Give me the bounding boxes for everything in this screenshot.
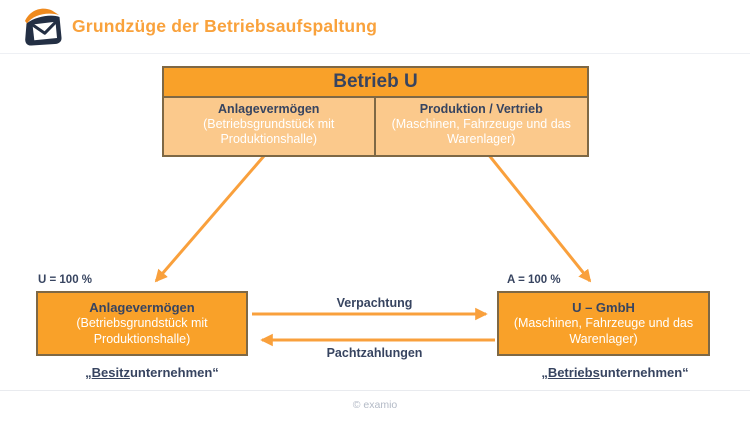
top-cell-left-title: Anlagevermögen: [218, 102, 320, 116]
betrieb-u-subrow: Anlagevermögen (Betriebsgrundstück mit P…: [164, 98, 587, 155]
top-cell-produktion-vertrieb: Produktion / Vertrieb (Maschinen, Fahrze…: [376, 98, 588, 155]
top-cell-anlagevermoegen: Anlagevermögen (Betriebsgrundstück mit P…: [164, 98, 376, 155]
betriebsunternehmen-caption: „Betriebsunternehmen“: [505, 365, 725, 380]
ownership-label-right: A = 100 %: [507, 274, 561, 286]
app-header: Grundzüge der Betriebsaufspaltung: [0, 0, 750, 54]
caption-left-underlined: Besitz: [91, 365, 130, 380]
copyright: © examio: [352, 399, 398, 411]
arrow-top-to-right: [482, 148, 592, 283]
right-entity-title: U – GmbH: [572, 300, 635, 316]
betrieb-u-title: Betrieb U: [164, 68, 587, 98]
examio-logo-icon: [21, 7, 65, 48]
page-title: Grundzüge der Betriebsaufspaltung: [72, 16, 378, 36]
lease-label: Verpachtung: [336, 296, 413, 310]
besitzunternehmen-caption: „Besitzunternehmen“: [46, 365, 258, 380]
payment-label: Pachtzahlungen: [326, 346, 423, 360]
caption-right-rest: unternehmen“: [599, 365, 689, 380]
betriebsunternehmen-box: U – GmbH (Maschinen, Fahrzeuge und das W…: [497, 291, 710, 356]
caption-left-rest: unternehmen“: [129, 365, 219, 380]
footer-divider: [0, 390, 750, 391]
caption-right-open-quote: „: [541, 365, 548, 380]
top-cell-right-title: Produktion / Vertrieb: [419, 102, 543, 116]
left-entity-title: Anlagevermögen: [89, 300, 195, 316]
ownership-label-left: U = 100 %: [38, 274, 93, 286]
caption-right-underlined: Betriebs: [547, 365, 600, 380]
top-cell-right-subtitle: (Maschinen, Fahrzeuge und das Warenlager…: [391, 117, 571, 147]
besitzunternehmen-box: Anlagevermögen (Betriebsgrundstück mit P…: [36, 291, 248, 356]
right-entity-subtitle: (Maschinen, Fahrzeuge und das Warenlager…: [513, 316, 694, 346]
arrow-top-to-left: [154, 148, 272, 283]
left-entity-subtitle: (Betriebsgrundstück mit Produktionshalle…: [76, 316, 208, 346]
betrieb-u-box: Betrieb U Anlagevermögen (Betriebsgrunds…: [162, 66, 589, 157]
caption-left-open-quote: „: [85, 365, 92, 380]
top-cell-left-subtitle: (Betriebsgrundstück mit Produktionshalle…: [203, 117, 335, 147]
